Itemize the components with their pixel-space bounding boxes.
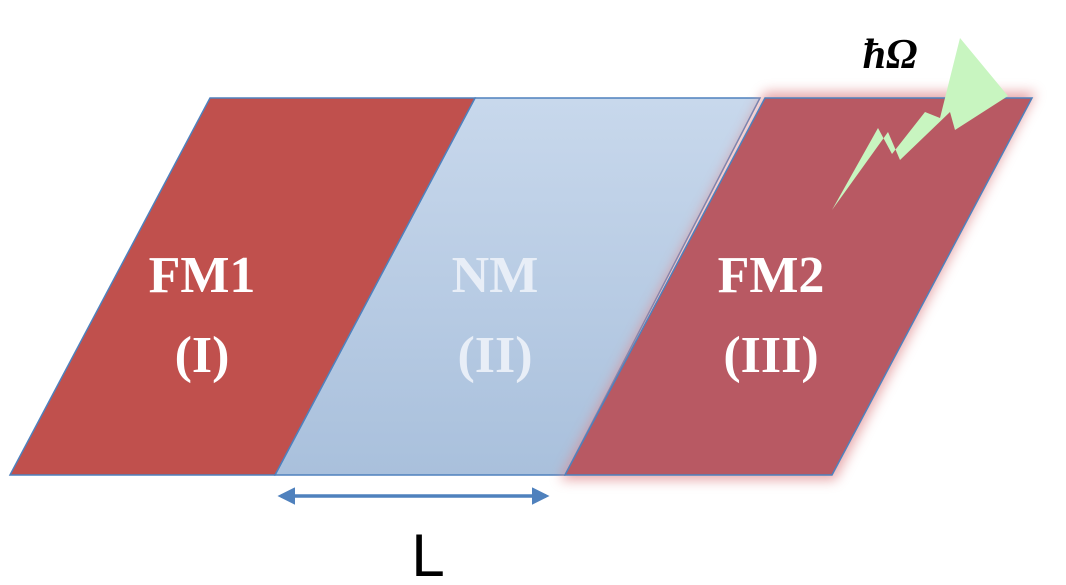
fm2-index: (III) [723,327,818,384]
fm2-name: FM2 [718,247,825,304]
fm1-name: FM1 [149,247,256,304]
fm2-layer [563,97,1034,476]
fm1-index: (I) [175,327,230,384]
nm-index: (II) [457,327,532,384]
photon-energy-label: ħΩ [863,32,918,78]
fm1-layer [8,97,477,476]
nm-name: NM [452,247,539,304]
separation-length-label: L [411,522,444,585]
lightning-icon [832,38,1008,210]
